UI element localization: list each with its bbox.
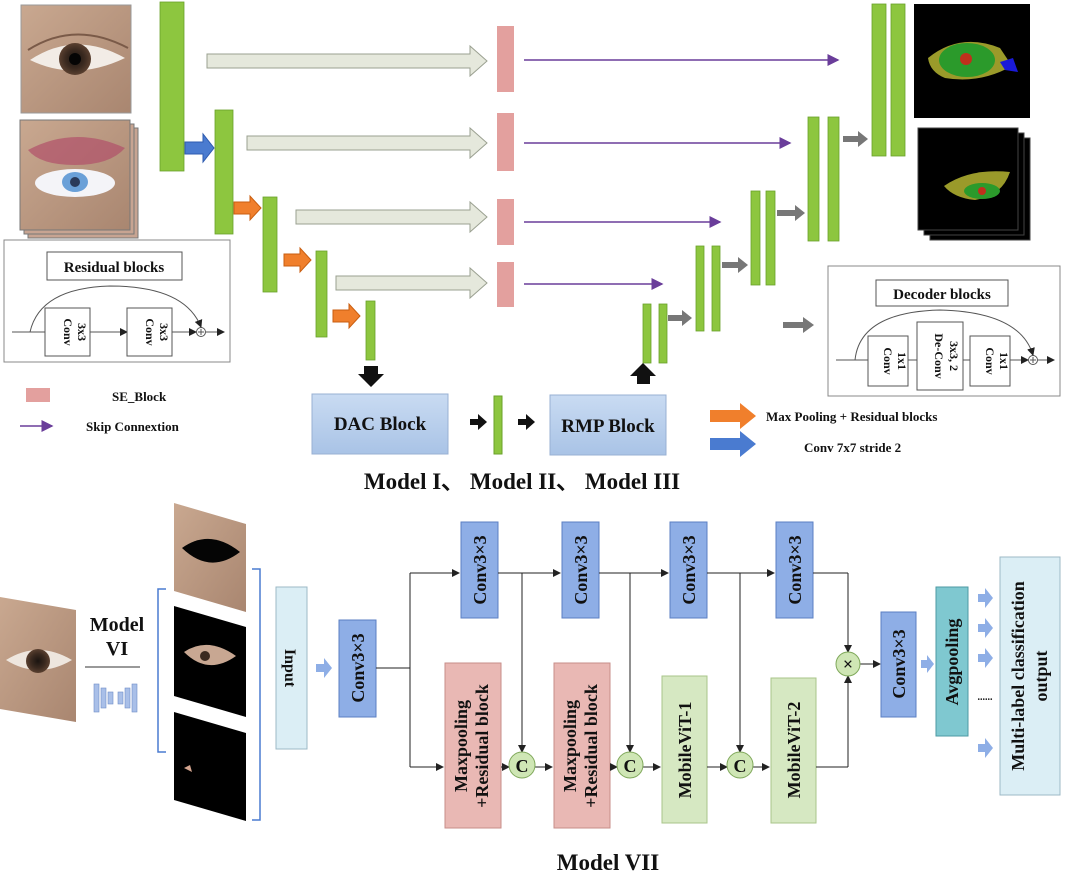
bottom-connections xyxy=(376,569,881,771)
residual-block-1-b: +Residual block xyxy=(472,684,492,808)
output-ellipsis: ...... xyxy=(978,692,994,703)
residual-conv-2-a: Conv xyxy=(143,318,157,345)
residual-conv-2-b: 3x3 xyxy=(157,323,171,341)
skip-connections xyxy=(524,54,840,290)
concat-3: C xyxy=(734,756,747,776)
top-conv-2: Conv3×3 xyxy=(571,535,591,604)
output-label-a: Multi-label classification xyxy=(1008,581,1028,770)
eye-photo-stack-2 xyxy=(19,119,139,239)
decoder-blocks-panel: Decoder blocks Conv 1x1 De-Conv 3x3, 2 C… xyxy=(827,265,1061,397)
model-vi-label-1: Model xyxy=(90,614,145,636)
left-bracket xyxy=(157,588,166,753)
output-arrows xyxy=(978,588,993,758)
encoder-bars xyxy=(159,1,376,361)
rmp-block-label: RMP Block xyxy=(561,416,655,437)
decoder-conv-2-a: Conv xyxy=(983,347,997,374)
bottom-model-title: Model VII xyxy=(557,850,659,875)
dac-block-label: DAC Block xyxy=(334,414,427,435)
arrow-input-conv xyxy=(316,658,332,678)
residual-blocks-panel: Residual blocks Conv 3x3 Conv 3x3 xyxy=(3,239,231,363)
se-blocks xyxy=(497,26,514,307)
decoder-bars xyxy=(642,3,906,364)
eye-photo-1 xyxy=(20,4,132,114)
legend-left: SE_Block Skip Connextion xyxy=(20,388,180,434)
conv-stem-label: Conv3×3 xyxy=(348,633,368,702)
bottom-row-blocks: Maxpooling +Residual block Maxpooling +R… xyxy=(444,662,817,829)
decoder-conv-1-a: Conv xyxy=(881,347,895,374)
mobilevit-2-label: MobileViT-2 xyxy=(784,702,804,799)
decoder-deconv-a: De-Conv xyxy=(932,333,946,378)
grey-arrows xyxy=(668,131,868,333)
right-bracket xyxy=(252,568,261,821)
concat-1: C xyxy=(516,756,529,776)
concat-nodes: C C C × xyxy=(508,651,861,779)
segmentation-output-stack xyxy=(917,127,1031,241)
legend-max-pooling: Max Pooling + Residual blocks xyxy=(766,409,937,424)
top-conv-row: Conv3×3 Conv3×3 Conv3×3 Conv3×3 xyxy=(460,521,814,619)
decoder-deconv-b: 3x3, 2 xyxy=(947,341,961,371)
residual-conv-1-b: 3x3 xyxy=(75,323,89,341)
conv-post-label: Conv3×3 xyxy=(889,629,909,698)
input-label: Input xyxy=(281,649,298,688)
dac-rmp-row: DAC Block RMP Block xyxy=(311,363,667,456)
multiply-node: × xyxy=(843,654,853,674)
decoder-title: Decoder blocks xyxy=(893,287,991,303)
top-conv-4: Conv3×3 xyxy=(785,535,805,604)
skip-long-arrows xyxy=(206,44,488,300)
legend-se-block: SE_Block xyxy=(112,389,167,404)
segmentation-output-1 xyxy=(914,4,1030,118)
unet-mini-icon xyxy=(93,683,138,713)
avgpool-label: Avgpooling xyxy=(942,619,962,706)
mobilevit-1-label: MobileViT-1 xyxy=(675,702,695,799)
input-eye-photo xyxy=(0,597,76,722)
decoder-conv-2-b: 1x1 xyxy=(997,352,1011,370)
arrow-conv-avgpool xyxy=(921,655,934,673)
output-label-b: output xyxy=(1031,650,1051,701)
residual-block-1-a: Maxpooling xyxy=(451,700,471,792)
concat-2: C xyxy=(624,756,637,776)
model-vi-label-2: VI xyxy=(106,638,128,660)
blue-arrow-conv xyxy=(184,132,215,164)
orange-arrows xyxy=(233,194,361,330)
top-conv-1: Conv3×3 xyxy=(470,535,490,604)
decoder-conv-1-b: 1x1 xyxy=(895,352,909,370)
residual-conv-1-a: Conv xyxy=(61,318,75,345)
residual-block-2-a: Maxpooling xyxy=(560,700,580,792)
residual-title: Residual blocks xyxy=(64,260,165,276)
top-conv-3: Conv3×3 xyxy=(679,535,699,604)
legend-conv-stride: Conv 7x7 stride 2 xyxy=(804,440,901,455)
legend-right: Max Pooling + Residual blocks Conv 7x7 s… xyxy=(710,403,937,457)
preprocessed-eye-images xyxy=(174,503,246,821)
legend-skip-connection: Skip Connextion xyxy=(86,419,180,434)
top-model-title: Model I、 Model II、 Model III xyxy=(364,469,680,494)
residual-block-2-b: +Residual block xyxy=(581,684,601,808)
